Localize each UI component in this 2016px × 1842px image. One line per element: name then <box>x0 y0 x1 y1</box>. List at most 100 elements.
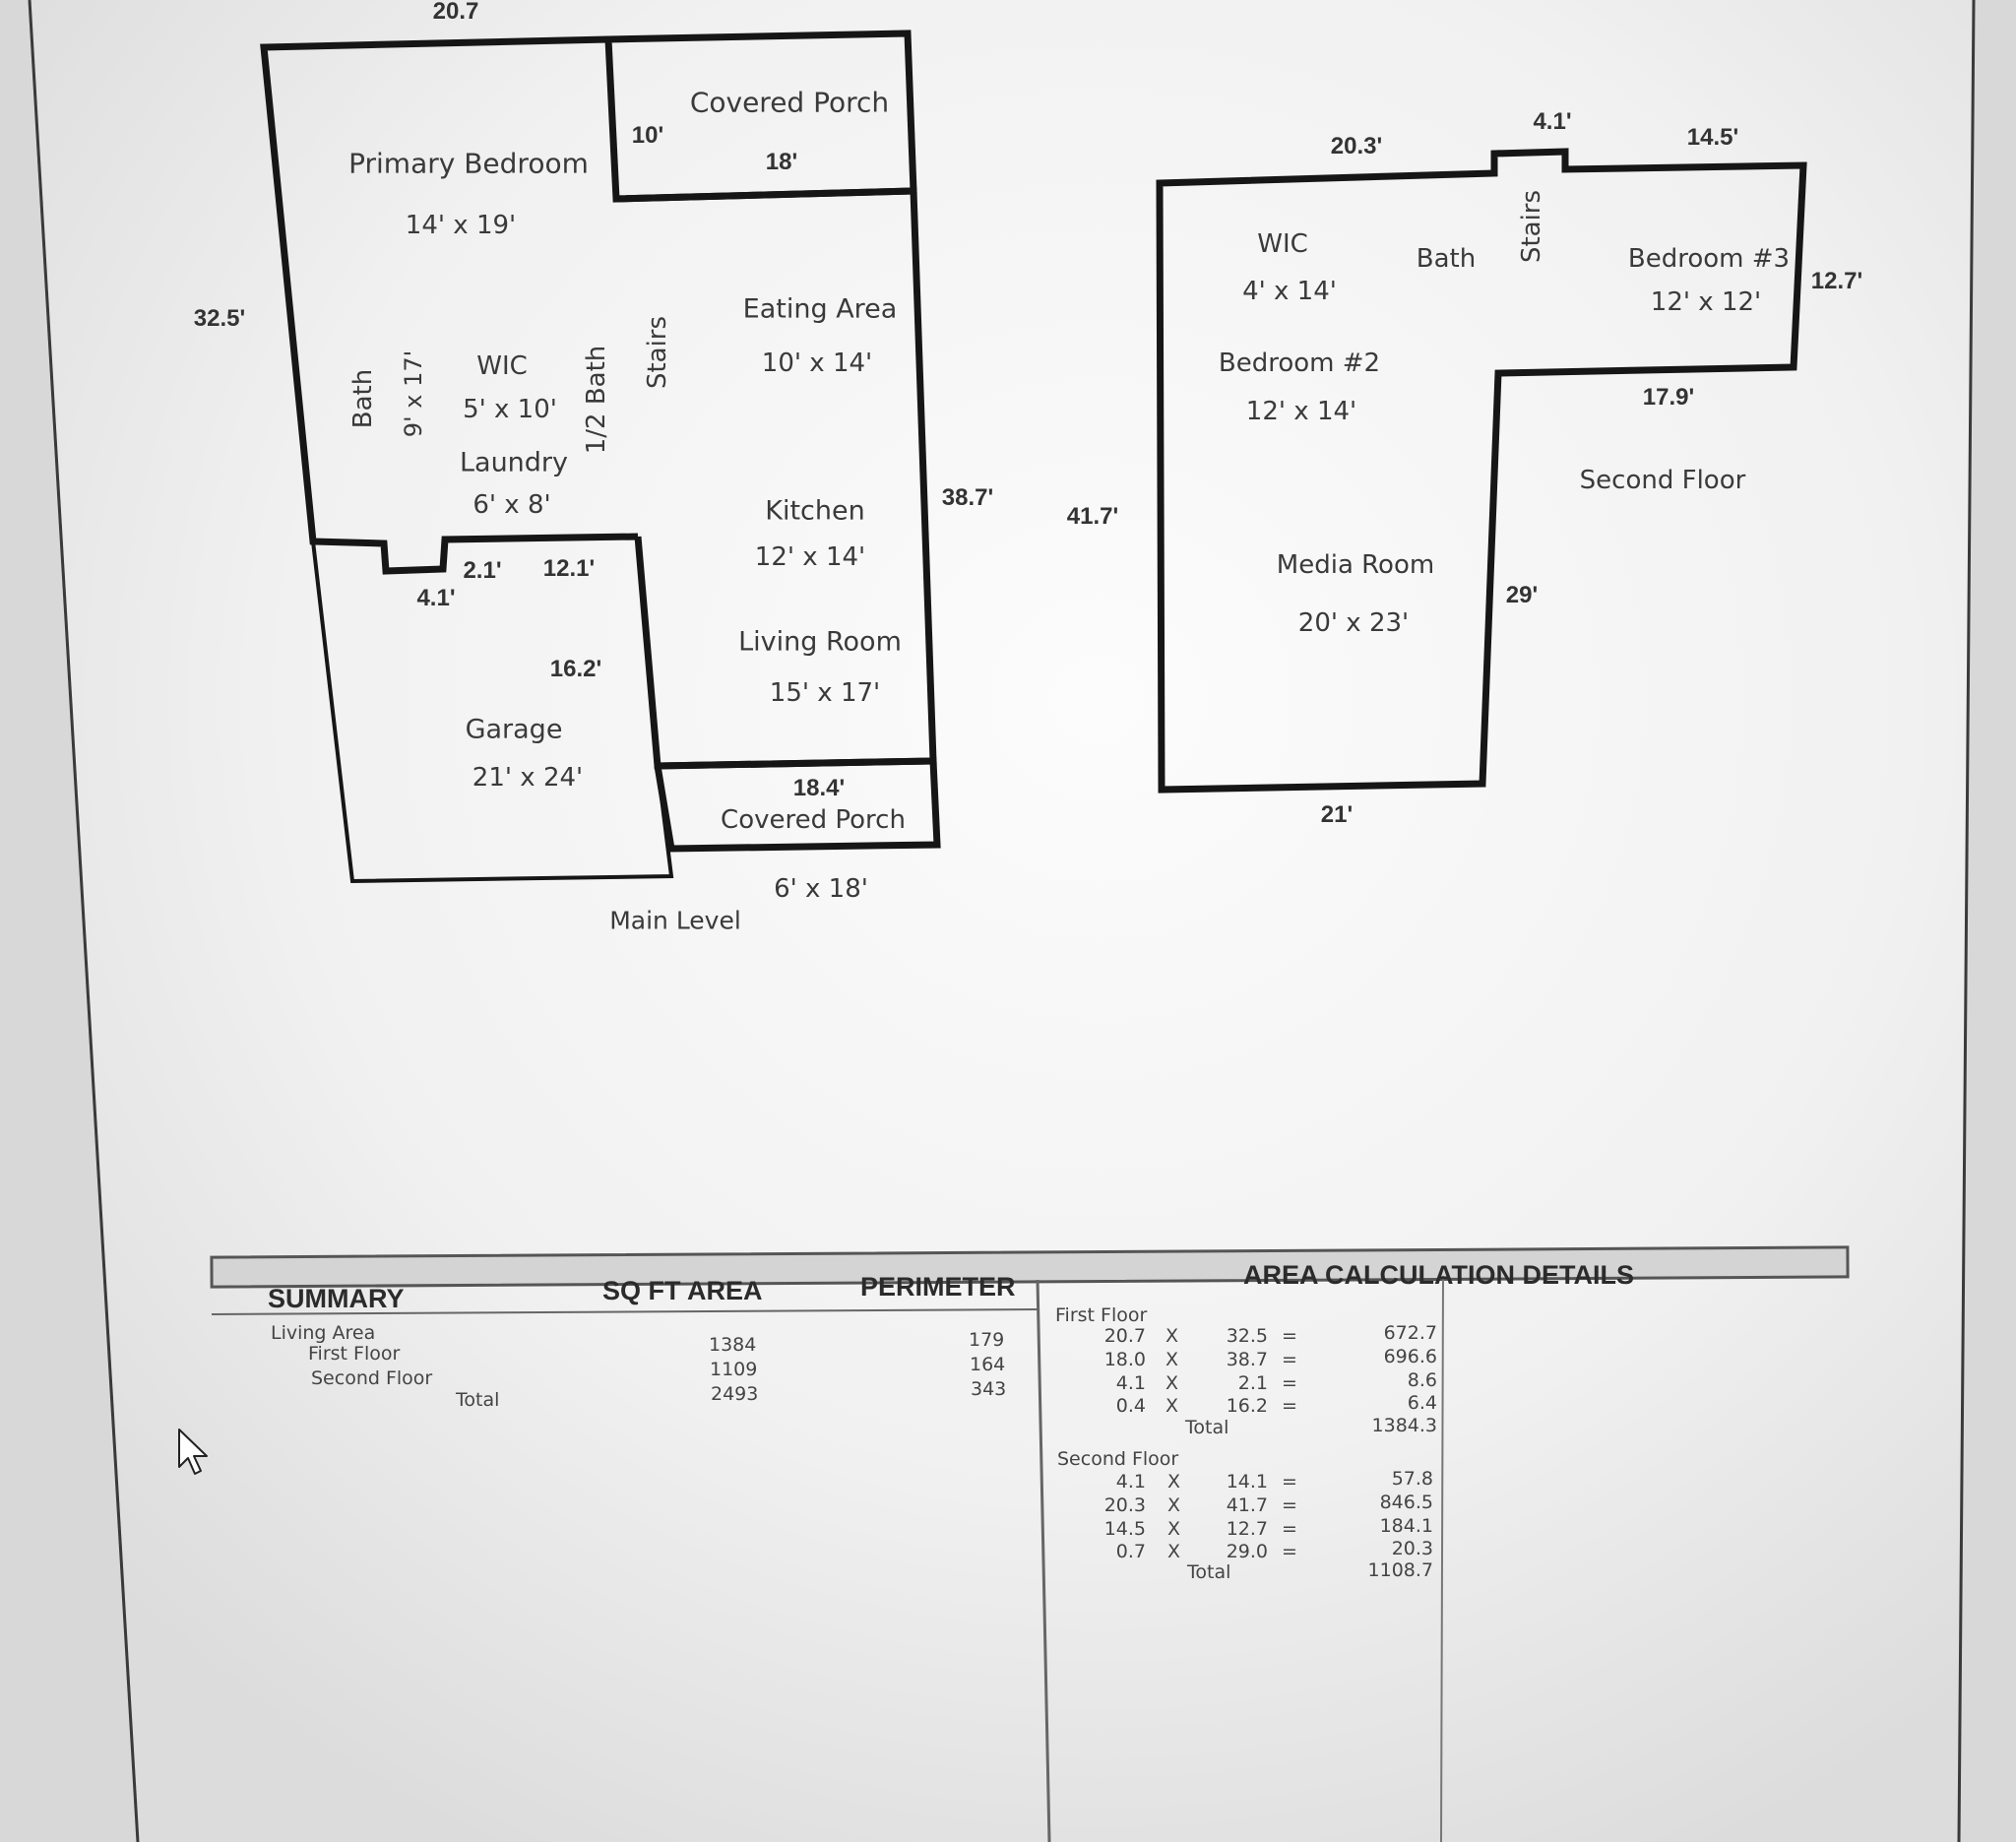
second-wic-size: 4' x 14' <box>1242 277 1337 306</box>
wic-size: 5' x 10' <box>463 395 557 424</box>
wic-label: WIC <box>476 351 528 381</box>
details-result: 672.7 <box>1383 1322 1437 1344</box>
area-details-header: AREA CALCULATION DETAILS <box>1243 1260 1634 1290</box>
details-factor-a: 4.1 <box>1115 1372 1146 1394</box>
main-right-dimension: 38.7' <box>941 484 994 511</box>
second-bath-label: Bath <box>1416 244 1477 274</box>
media-room-label: Media Room <box>1276 550 1435 580</box>
details-result: 20.3 <box>1391 1538 1433 1559</box>
living-area-label: Living Area <box>271 1322 376 1344</box>
summary-row-label: Second Floor <box>311 1367 433 1389</box>
details-total: 1108.7 <box>1367 1559 1433 1581</box>
garage-side-dimension: 16.2' <box>549 656 602 682</box>
second-right-dimension: 12.7' <box>1810 268 1863 294</box>
details-equals: = <box>1282 1518 1297 1540</box>
inner-side-dimension: 29' <box>1505 582 1539 608</box>
details-factor-a: 20.3 <box>1103 1494 1146 1516</box>
details-factor-b: 14.1 <box>1226 1471 1268 1493</box>
details-operator: X <box>1166 1325 1179 1347</box>
details-factor-b: 12.7 <box>1226 1518 1268 1540</box>
bedroom2-size: 12' x 14' <box>1245 397 1357 426</box>
laundry-size: 6' x 8' <box>472 490 551 520</box>
second-top-right-dimension: 14.5' <box>1686 124 1739 151</box>
covered-porch-bottom-dimension: 18.4' <box>792 775 846 801</box>
details-total-label: Total <box>1187 1561 1231 1583</box>
details-equals: = <box>1282 1372 1297 1394</box>
summary-row-area: 2493 <box>711 1383 759 1405</box>
details-equals: = <box>1282 1325 1297 1347</box>
covered-porch-bottom-size: 6' x 18' <box>774 874 868 904</box>
primary-bedroom-size: 14' x 19' <box>405 211 517 240</box>
garage-label: Garage <box>465 714 563 745</box>
bedroom3-label: Bedroom #3 <box>1627 244 1791 274</box>
details-operator: X <box>1167 1518 1181 1540</box>
summary-row-perimeter: 164 <box>970 1354 1006 1375</box>
covered-porch-top-label: Covered Porch <box>689 86 890 119</box>
notch-width-dimension: 4.1' <box>416 585 456 611</box>
bedroom2-label: Bedroom #2 <box>1218 349 1381 378</box>
details-total-label: Total <box>1185 1417 1229 1438</box>
details-factor-b: 32.5 <box>1226 1325 1268 1347</box>
inner-step-dimension: 17.9' <box>1642 384 1695 411</box>
details-operator: X <box>1166 1372 1179 1394</box>
summary-row-label: Total <box>456 1389 500 1411</box>
summary-row-perimeter: 179 <box>969 1329 1005 1351</box>
details-factor-a: 0.4 <box>1115 1395 1146 1417</box>
details-total: 1384.3 <box>1371 1415 1437 1436</box>
details-result: 57.8 <box>1391 1468 1433 1490</box>
details-factor-a: 0.7 <box>1115 1541 1146 1562</box>
details-equals: = <box>1282 1494 1297 1516</box>
details-factor-a: 20.7 <box>1103 1325 1146 1347</box>
details-operator: X <box>1167 1471 1181 1493</box>
summary-row-area: 1109 <box>710 1359 758 1380</box>
kitchen-size: 12' x 14' <box>754 542 866 572</box>
main-level-caption: Main Level <box>609 906 741 935</box>
details-factor-a: 4.1 <box>1115 1471 1146 1493</box>
primary-bedroom-label: Primary Bedroom <box>348 147 589 180</box>
details-operator: X <box>1166 1395 1179 1417</box>
summary-header: SUMMARY <box>268 1284 405 1313</box>
details-factor-a: 18.0 <box>1103 1349 1146 1370</box>
bedroom3-size: 12' x 12' <box>1650 287 1762 317</box>
second-left-dimension: 41.7' <box>1066 503 1119 530</box>
details-factor-b: 41.7 <box>1226 1494 1268 1516</box>
covered-porch-top-width: 18' <box>765 149 798 175</box>
second-top-left-dimension: 20.3' <box>1330 133 1383 159</box>
kitchen-label: Kitchen <box>765 495 865 527</box>
perimeter-header: PERIMETER <box>860 1272 1016 1302</box>
details-result: 696.6 <box>1383 1346 1437 1367</box>
details-section-title: Second Floor <box>1057 1448 1179 1470</box>
details-factor-a: 14.5 <box>1103 1518 1146 1540</box>
garage-top-dimension: 12.1' <box>542 555 596 582</box>
details-result: 6.4 <box>1407 1392 1437 1414</box>
notch-depth-dimension: 2.1' <box>463 557 502 584</box>
covered-porch-top-depth: 10' <box>631 122 664 149</box>
living-room-label: Living Room <box>738 626 902 658</box>
stair-bump-dimension: 4.1' <box>1533 108 1572 135</box>
details-factor-b: 16.2 <box>1226 1395 1268 1417</box>
details-result: 846.5 <box>1379 1492 1433 1513</box>
details-result: 184.1 <box>1379 1515 1433 1537</box>
details-result: 8.6 <box>1407 1369 1437 1391</box>
details-operator: X <box>1166 1349 1179 1370</box>
sq-ft-area-header: SQ FT AREA <box>602 1276 763 1305</box>
details-factor-b: 38.7 <box>1226 1349 1268 1370</box>
main-left-dimension: 32.5' <box>193 305 246 332</box>
details-equals: = <box>1282 1541 1297 1562</box>
details-factor-b: 29.0 <box>1226 1541 1268 1562</box>
summary-row-area: 1384 <box>709 1334 757 1356</box>
main-top-dimension: 20.7 <box>432 0 479 25</box>
details-equals: = <box>1282 1471 1297 1493</box>
eating-area-size: 10' x 14' <box>761 349 873 378</box>
living-room-size: 15' x 17' <box>769 678 881 708</box>
details-operator: X <box>1167 1494 1181 1516</box>
details-equals: = <box>1282 1395 1297 1417</box>
details-section-title: First Floor <box>1055 1304 1148 1326</box>
second-wic-label: WIC <box>1257 229 1308 259</box>
details-equals: = <box>1282 1349 1297 1370</box>
mouse-pointer-icon <box>178 1429 208 1475</box>
garage-size: 21' x 24' <box>472 763 584 793</box>
